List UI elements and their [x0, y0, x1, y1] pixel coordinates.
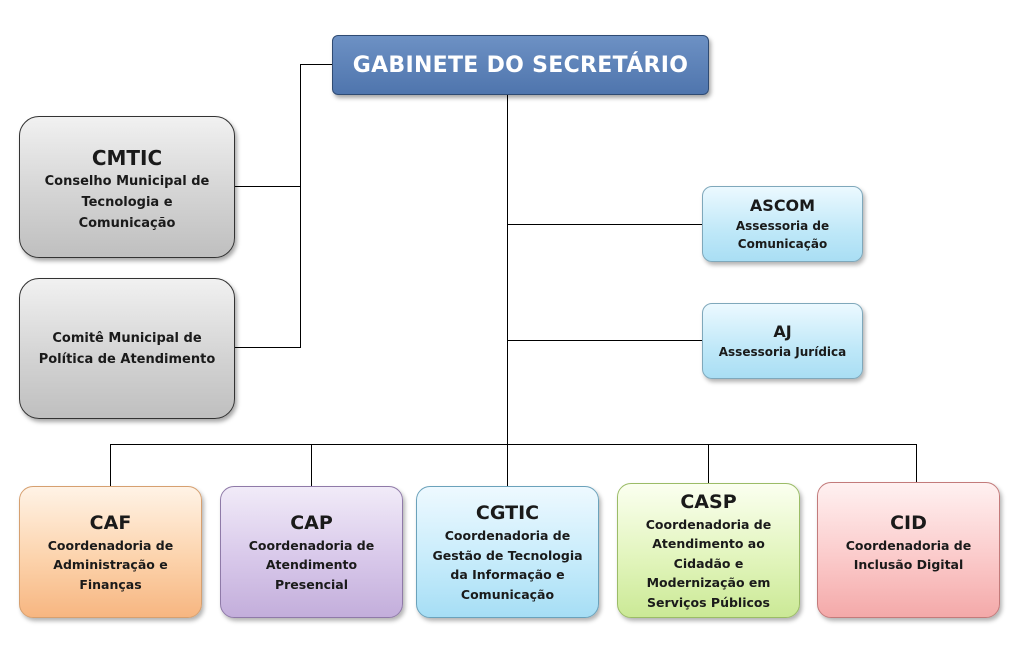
gabinete-box: GABINETE DO SECRETÁRIO — [332, 35, 709, 95]
cid-box: CID Coordenadoria de Inclusão Digital — [817, 482, 1000, 618]
caf-abbr: CAF — [89, 511, 132, 534]
ascom-desc: Assessoria de Comunicação — [735, 219, 830, 251]
aj-box: AJ Assessoria Jurídica — [702, 303, 863, 379]
comite-box: Comitê Municipal de Política de Atendime… — [19, 278, 235, 419]
aj-abbr: AJ — [773, 322, 792, 341]
caf-box: CAF Coordenadoria de Administração e Fin… — [19, 486, 202, 618]
cap-desc: Coordenadoria de Atendimento Presencial — [248, 537, 375, 592]
cgtic-box: CGTIC Coordenadoria de Gestão de Tecnolo… — [416, 486, 599, 618]
casp-abbr: CASP — [680, 490, 737, 513]
cgtic-desc: Coordenadoria de Gestão de Tecnologia da… — [432, 528, 583, 602]
comite-desc: Comitê Municipal de Política de Atendime… — [38, 330, 216, 367]
cap-abbr: CAP — [290, 511, 333, 534]
caf-desc: Coordenadoria de Administração e Finança… — [47, 537, 174, 592]
ascom-box: ASCOM Assessoria de Comunicação — [702, 186, 863, 262]
cap-box: CAP Coordenadoria de Atendimento Presenc… — [220, 486, 403, 618]
cid-desc: Coordenadoria de Inclusão Digital — [845, 537, 972, 573]
cid-abbr: CID — [890, 511, 927, 534]
ascom-abbr: ASCOM — [749, 196, 816, 215]
cgtic-abbr: CGTIC — [475, 502, 540, 524]
cmtic-desc: Conselho Municipal de Tecnologia e Comun… — [44, 173, 210, 231]
gabinete-title: GABINETE DO SECRETÁRIO — [352, 52, 689, 78]
cmtic-abbr: CMTIC — [91, 145, 163, 170]
casp-desc: Coordenadoria de Atendimento ao Cidadão … — [645, 516, 772, 610]
aj-desc: Assessoria Jurídica — [718, 345, 847, 359]
casp-box: CASP Coordenadoria de Atendimento ao Cid… — [617, 483, 800, 618]
cmtic-box: CMTIC Conselho Municipal de Tecnologia e… — [19, 116, 235, 258]
